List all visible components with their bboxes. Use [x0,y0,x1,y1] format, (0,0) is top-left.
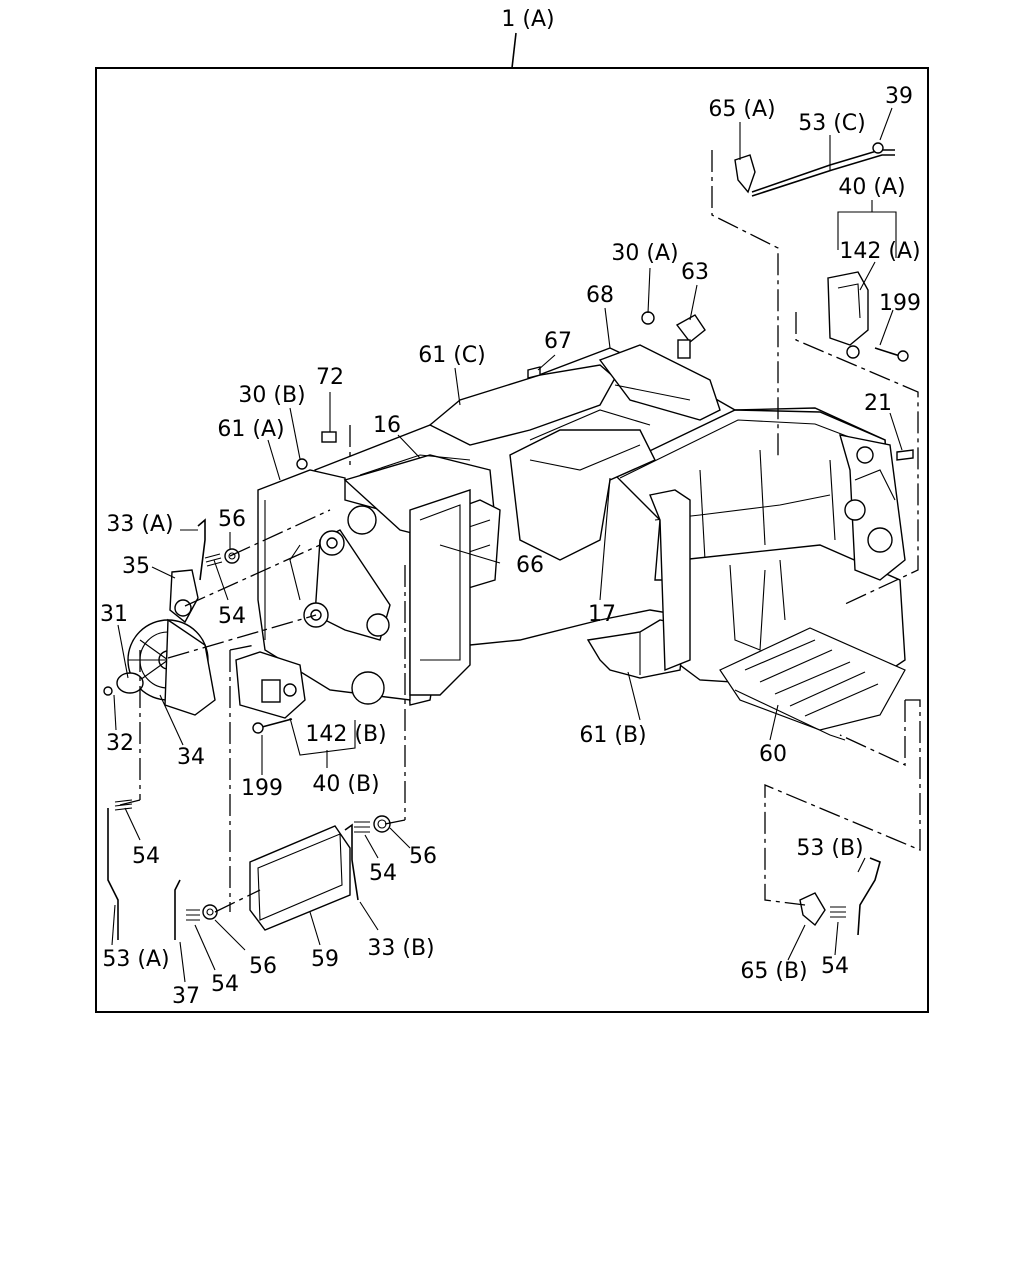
part-67 [527,366,541,379]
part-142A-actuator [827,271,869,359]
part-63 [675,314,706,359]
diagram-frame [95,67,929,1013]
callout-21: 21 [864,391,892,416]
callout-59: 59 [311,947,339,972]
part-37-rod [174,879,181,940]
part-34-sector [164,618,216,716]
callout-54-b: 54 [132,844,160,869]
part-39 [872,142,884,154]
assembly-label: 1 (A) [501,7,554,32]
part-53A-rod [107,808,119,940]
part-199-screw-lower [252,718,293,734]
callout-56-b: 56 [409,844,437,869]
callout-67: 67 [544,329,572,354]
assembly-leader-line [511,32,517,69]
callout-54-d: 54 [821,954,849,979]
callout-16: 16 [373,413,401,438]
part-54-spring-b [114,799,133,811]
part-35-lever [169,569,199,624]
callout-39: 39 [885,84,913,109]
part-53C-rod [751,149,895,197]
callout-53C: 53 (C) [798,111,866,136]
part-33A-rod [197,518,206,581]
callout-37: 37 [172,984,200,1009]
part-59-panel [249,825,351,931]
part-72 [321,431,337,443]
callout-56-a: 56 [218,507,246,532]
part-30B-screw [296,458,308,470]
callout-66: 66 [516,553,544,578]
chain-lines [119,150,921,913]
part-199-screw-upper [874,347,909,362]
callout-61C: 61 (C) [418,343,486,368]
callout-40B: 40 (B) [312,772,379,797]
callout-54-c: 54 [369,861,397,886]
callout-54-a: 54 [218,604,246,629]
callout-63: 63 [681,260,709,285]
callout-60: 60 [759,742,787,767]
part-56-clip-b [373,815,391,833]
callout-56-c: 56 [249,954,277,979]
callout-65A: 65 (A) [708,97,775,122]
callout-142B: 142 (B) [305,722,386,747]
callout-labels: 65 (A) 53 (C) 39 40 (A) 142 (A) 199 30 (… [100,84,921,1009]
callout-142A: 142 (A) [839,239,920,264]
part-30A-screw [641,311,655,325]
leader-lines [111,107,903,983]
callout-33B: 33 (B) [367,936,434,961]
callout-61A: 61 (A) [217,417,284,442]
left-duct-frame [409,489,471,696]
callout-199-top: 199 [879,291,921,316]
part-54-spring-e [186,909,200,921]
callout-54-e: 54 [211,972,239,997]
part-65B-clip [799,892,826,927]
part-54-spring-a [204,553,223,567]
callout-30A: 30 (A) [611,241,678,266]
callout-33A: 33 (A) [106,512,173,537]
callout-40A: 40 (A) [838,175,905,200]
callout-53A: 53 (A) [102,947,169,972]
callout-32: 32 [106,731,134,756]
part-54-spring-c [354,821,370,833]
part-65A-clip [734,154,756,194]
callout-34: 34 [177,745,205,770]
part-56-clip-a [224,548,240,564]
callout-61B: 61 (B) [579,723,646,748]
part-54-spring-d [830,906,846,918]
callout-31: 31 [100,602,128,627]
callout-30B: 30 (B) [238,383,305,408]
callout-65B: 65 (B) [740,959,807,984]
part-56-clip-c [202,904,218,920]
part-142B-actuator [235,651,306,719]
part-53B-rod [857,857,881,936]
callout-35: 35 [122,554,150,579]
part-33B-rod [344,823,359,901]
part-32-knob [103,672,144,696]
callout-72: 72 [316,365,344,390]
callout-53B: 53 (B) [796,836,863,861]
callout-199-bot: 199 [241,776,283,801]
part-21 [896,449,914,461]
callout-17: 17 [588,602,616,627]
part-60-filter [719,627,906,741]
callout-68: 68 [586,283,614,308]
mode-link-plate [303,505,391,705]
